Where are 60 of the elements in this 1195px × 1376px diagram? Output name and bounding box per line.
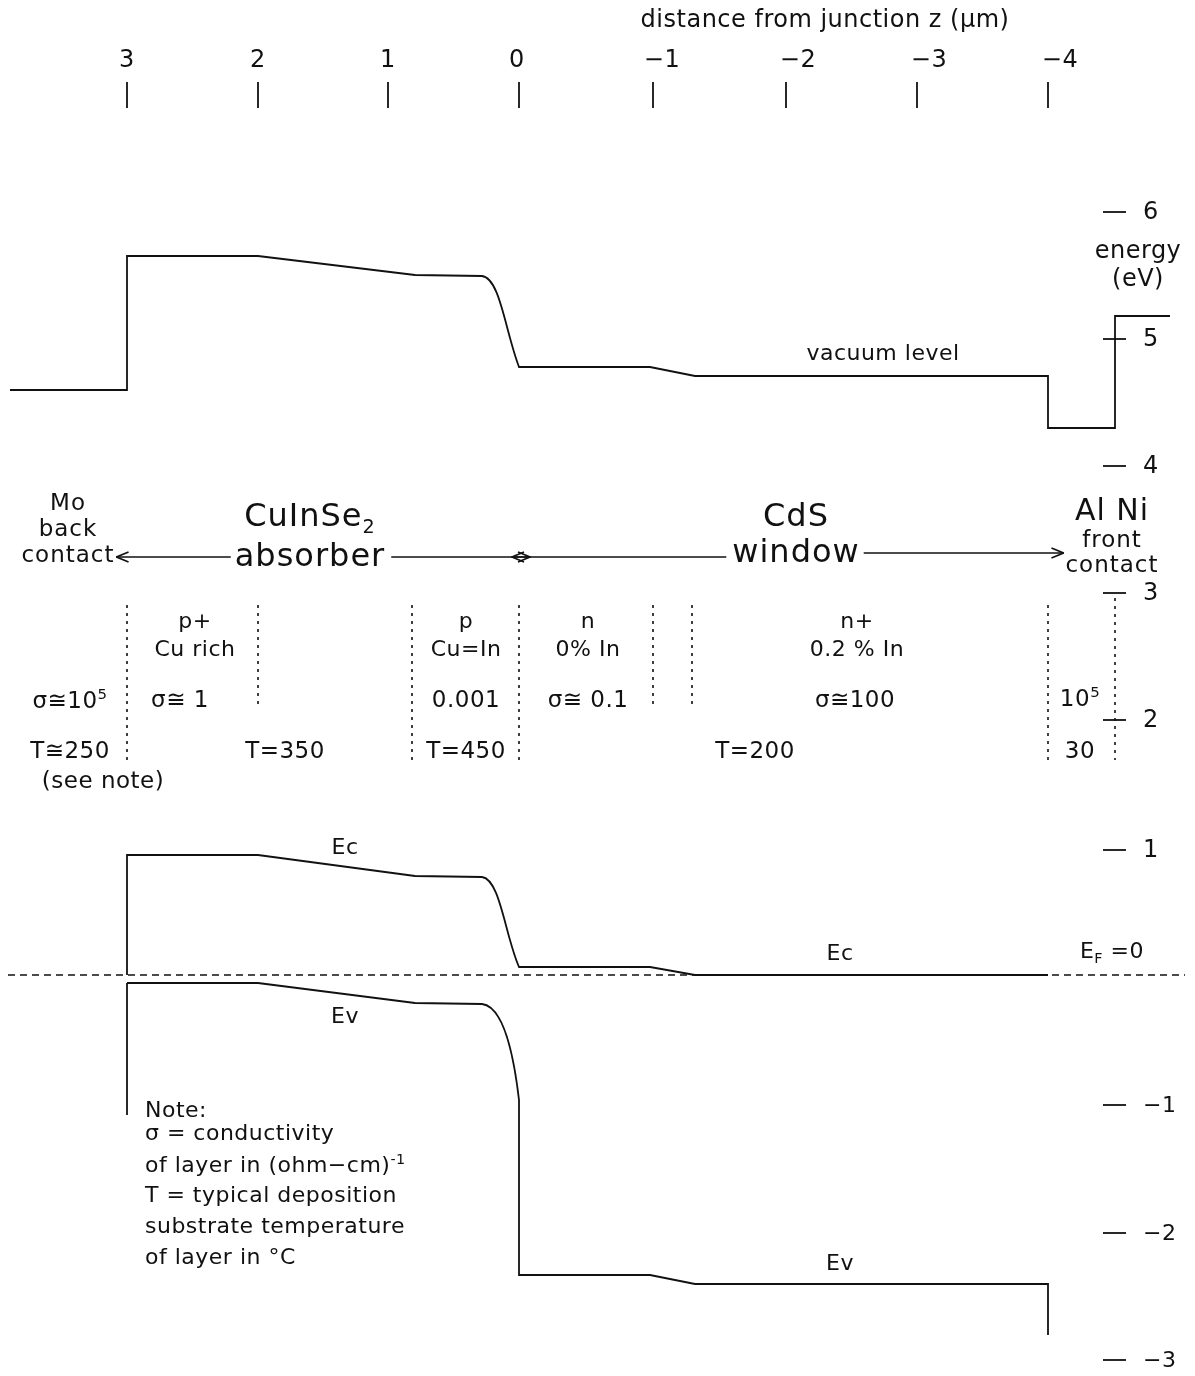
axis-title: energy (eV) xyxy=(1094,237,1182,293)
tick-label: 1 xyxy=(380,46,396,74)
tick-label: 4 xyxy=(1143,452,1159,480)
layer-property: σ≅100 xyxy=(814,686,896,713)
layer-property: 0.2 % In xyxy=(809,636,905,662)
layer-property: (see note) xyxy=(41,767,165,794)
note-text: Note: xyxy=(145,1097,207,1123)
arrow xyxy=(390,551,531,563)
note-text: of layer in (ohm−cm)$^{-1}$ xyxy=(145,1151,406,1178)
arrow xyxy=(511,551,728,563)
axis-title: distance from junction z (μm) xyxy=(640,6,1010,34)
layer-property: T=350 xyxy=(245,737,325,764)
note-text: of layer in °C xyxy=(145,1244,296,1270)
tick-label: 1 xyxy=(1143,836,1159,864)
layer-property: σ≅ 0.1 xyxy=(547,686,629,713)
tick-label: −2 xyxy=(779,46,817,74)
layer-property: 0% In xyxy=(555,636,621,662)
layer-property: n xyxy=(580,608,596,634)
curve-label: Ec xyxy=(331,834,359,860)
curve-label: Ev xyxy=(826,1250,854,1276)
curve-label: Ev xyxy=(331,1003,359,1029)
curve-label: E$_{F}$ =0 xyxy=(1079,938,1145,967)
note-text: substrate temperature xyxy=(145,1213,405,1239)
layer-property: T=450 xyxy=(426,737,506,764)
tick-label: −1 xyxy=(643,46,681,74)
tick-label: 5 xyxy=(1143,325,1159,353)
tick-label: −4 xyxy=(1041,46,1079,74)
tick-label: 3 xyxy=(1143,579,1159,607)
contact-label: front contact xyxy=(1065,526,1159,579)
tick-label: −3 xyxy=(910,46,948,74)
tick-label: −2 xyxy=(1143,1220,1177,1246)
layer-property: p+ xyxy=(178,608,212,634)
tick-label: −1 xyxy=(1143,1092,1177,1118)
layer-property: σ≅10$^{5}$ xyxy=(32,686,108,714)
curve-label: vacuum level xyxy=(806,340,960,366)
note-text: σ = conductivity xyxy=(145,1120,335,1146)
layer-property: Cu rich xyxy=(154,636,236,662)
layer-property: Cu=In xyxy=(430,636,502,662)
layer-property: σ≅ 1 xyxy=(151,686,209,713)
layer-property: T≅250 xyxy=(30,737,110,764)
contact-label: Mo back contact xyxy=(21,490,115,568)
tick-label: 0 xyxy=(509,46,525,74)
tick-label: −3 xyxy=(1143,1347,1177,1373)
note-text: T = typical deposition xyxy=(145,1182,397,1208)
tick-label: 2 xyxy=(1143,706,1159,734)
tick-label: 2 xyxy=(250,46,266,74)
layer-label: CuInSe$_{2}$ absorber xyxy=(234,498,386,574)
layer-property: T=200 xyxy=(715,737,795,764)
layer-property: 30 xyxy=(1064,737,1096,764)
layer-label: CdS window xyxy=(732,498,860,570)
layer-property: p xyxy=(458,608,474,634)
tick-label: 6 xyxy=(1143,198,1159,226)
arrow xyxy=(115,551,232,563)
curve-label: Ec xyxy=(826,940,854,966)
arrow xyxy=(862,547,1065,559)
layer-property: 10$^{5}$ xyxy=(1059,684,1101,712)
contact-label: Al Ni xyxy=(1074,493,1150,527)
tick-label: 3 xyxy=(119,46,135,74)
layer-property: 0.001 xyxy=(431,686,501,713)
layer-property: n+ xyxy=(840,608,874,634)
